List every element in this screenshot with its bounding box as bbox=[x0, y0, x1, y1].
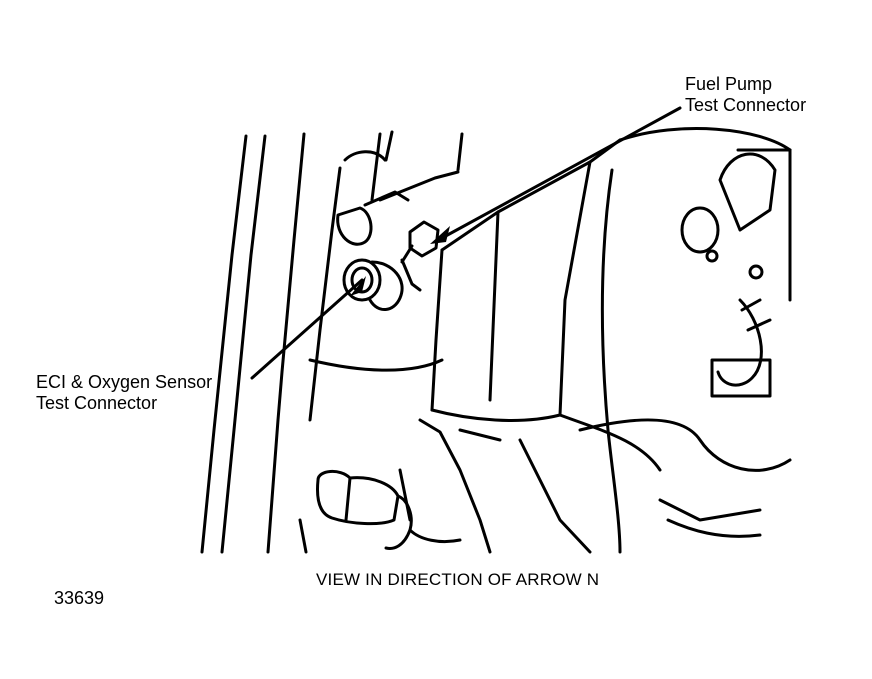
eci-label-line2: Test Connector bbox=[36, 393, 158, 413]
fuel-pump-label-line1: Fuel Pump bbox=[685, 74, 773, 94]
figure-caption: VIEW IN DIRECTION OF ARROW N bbox=[316, 570, 600, 589]
fuel-pump-arrowhead bbox=[430, 226, 450, 244]
figure-number: 33639 bbox=[54, 588, 105, 608]
fuel-pump-label-line2: Test Connector bbox=[685, 95, 807, 115]
center-panel bbox=[308, 138, 622, 422]
eci-label-line1: ECI & Oxygen Sensor bbox=[36, 372, 213, 392]
leader-lines bbox=[250, 106, 682, 380]
eci-arrowhead bbox=[350, 276, 366, 296]
fuel-pump-test-connector-label: Fuel Pump Test Connector bbox=[685, 74, 806, 116]
eci-oxygen-sensor-test-connector-label: ECI & Oxygen Sensor Test Connector bbox=[36, 372, 212, 414]
fuel-pump-connector-drawing bbox=[400, 220, 440, 292]
lower-parts bbox=[298, 418, 592, 554]
pillar-lines bbox=[200, 130, 464, 554]
right-cylinder bbox=[558, 127, 792, 554]
